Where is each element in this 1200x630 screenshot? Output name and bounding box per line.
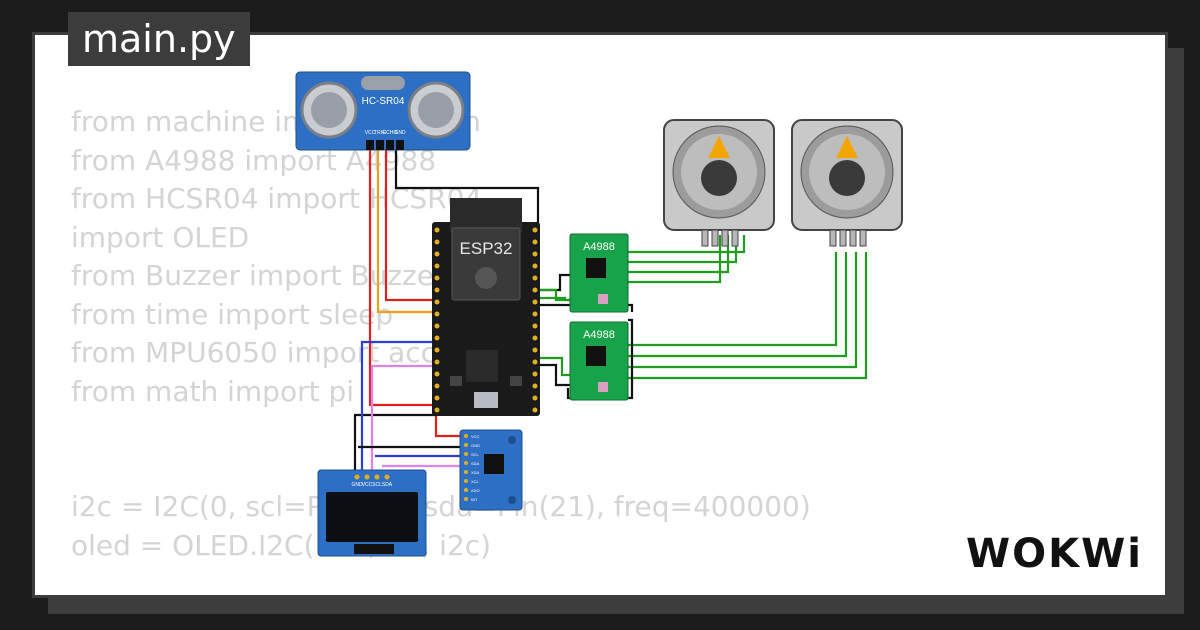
ultrasonic-sensor[interactable]: HC-SR04 VCC TRIG ECHO GND (295, 71, 471, 151)
pin-label: ADO (471, 488, 480, 493)
wire-vcc-ultrasonic (368, 150, 440, 407)
code-line: from time import sleep (71, 297, 394, 331)
wires (353, 150, 868, 475)
crystal-icon (361, 76, 405, 90)
code-line: import OLED (71, 220, 250, 254)
mpu6050-board[interactable]: VCC GND SCL SDA XDA XCL ADO INT (459, 429, 523, 511)
pin-label: VCC (471, 434, 480, 439)
wire-coil-b3 (628, 252, 858, 369)
esp32-label: ESP32 (460, 239, 513, 258)
file-tab[interactable]: main.py (68, 12, 250, 66)
code-line: from math import pi (71, 374, 355, 408)
pin-label: VCC (365, 130, 376, 136)
code-preview: from machine import I2C, Pin from A4988 … (71, 103, 811, 565)
wire-gnd-ultrasonic (394, 150, 540, 230)
pin-label: XDA (471, 470, 480, 475)
pin-label: XCL (471, 479, 480, 484)
oled-screen (326, 492, 418, 542)
pin-label: SDA (382, 482, 393, 488)
pin-label: INT (471, 497, 478, 502)
project-card[interactable]: from machine import I2C, Pin from A4988 … (32, 32, 1168, 598)
pin-label: GND (351, 482, 363, 488)
motor-pointer-icon (836, 136, 858, 158)
wire-coil-b4 (628, 252, 868, 380)
potentiometer-icon (598, 294, 608, 304)
driver-label: A4988 (583, 329, 615, 341)
wire-drv2-gnd (566, 318, 634, 400)
espressif-logo-icon (475, 267, 497, 289)
wire-dir2 (540, 363, 575, 387)
wire-echo (384, 150, 436, 302)
stepper-motor-left[interactable] (663, 119, 775, 247)
esp32-board[interactable]: ESP32 (432, 198, 540, 416)
driver-label: A4988 (583, 241, 615, 253)
motor-pointer-icon (708, 136, 730, 158)
pin-label: SDA (471, 461, 480, 466)
wokwi-logo: WOKWi (966, 531, 1143, 577)
potentiometer-icon (598, 382, 608, 392)
oled-display[interactable]: GND VCC SCL SDA (317, 469, 427, 557)
wire-scl-oled (360, 340, 437, 475)
wire-drv-link (540, 288, 572, 302)
pin-label: SCL (471, 452, 480, 457)
wire-coil-a1 (628, 235, 746, 254)
driver-chip-icon (586, 346, 606, 366)
stepper-driver-bottom[interactable]: A4988 (569, 321, 629, 401)
ultrasonic-label: HC-SR04 (362, 96, 405, 107)
wire-trig (376, 150, 436, 314)
stepper-motor-right[interactable] (791, 119, 903, 247)
usb-port-icon (474, 392, 498, 408)
code-line: from Buzzer import Buzzer (71, 259, 446, 292)
pin-label: GND (394, 130, 406, 136)
pin-label: ECHO (383, 130, 398, 136)
wire-gnd-oled (353, 413, 436, 475)
en-button[interactable] (450, 376, 462, 386)
pin-label: TRIG (374, 130, 386, 136)
boot-button[interactable] (510, 376, 522, 386)
pin-label: SCL (372, 482, 382, 488)
wire-coil-b2 (628, 252, 848, 358)
stepper-driver-top[interactable]: A4988 (569, 233, 629, 313)
wire-step2 (540, 356, 575, 377)
wire-coil-b1 (628, 252, 838, 347)
wire-sda-oled (370, 364, 437, 475)
pin-label: VCC (362, 482, 373, 488)
wire-coil-a4 (628, 235, 722, 284)
pin-label: GND (471, 443, 480, 448)
driver-chip-icon (586, 258, 606, 278)
wire-coil-a3 (628, 235, 730, 274)
imu-chip-icon (484, 454, 504, 474)
